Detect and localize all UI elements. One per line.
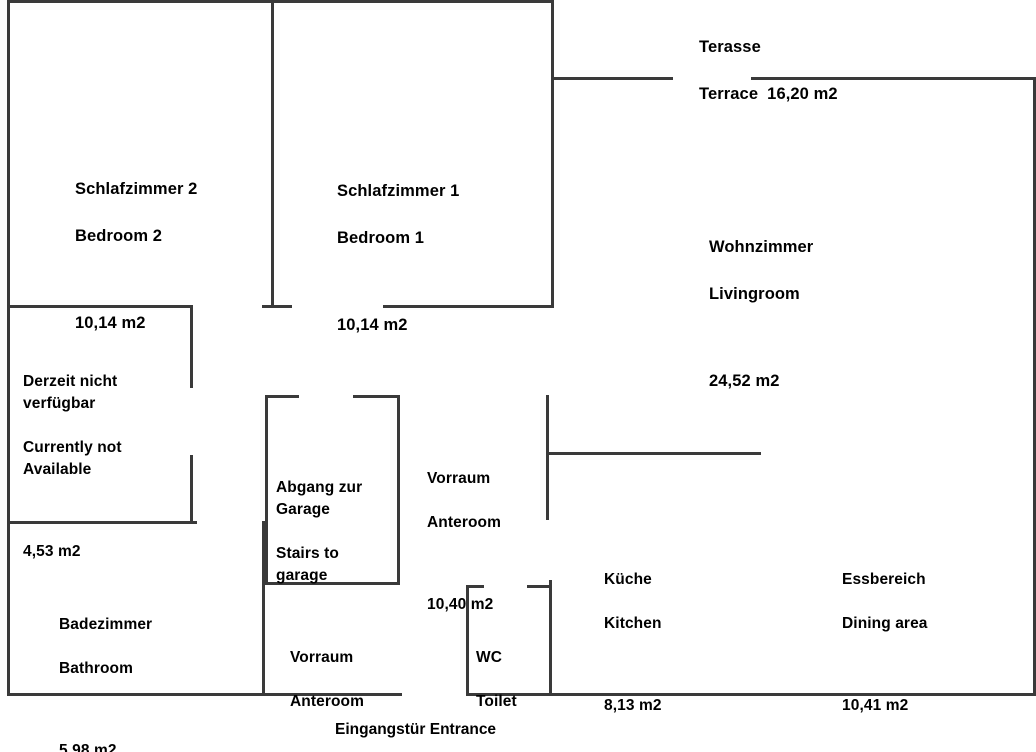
room-name-de: Schlafzimmer 1 (337, 181, 460, 200)
room-label-bedroom2: Schlafzimmer 2 Bedroom 2 10,14 m2 (75, 131, 197, 359)
wall-stairs-bottom (265, 582, 400, 585)
room-area: 10,14 m2 (75, 314, 146, 333)
room-area: 16,20 m2 (767, 85, 838, 104)
room-label-anteroom-upper: Vorraum Anteroom 10,40 m2 (427, 424, 501, 638)
room-name-en: Bathroom (59, 660, 133, 677)
room-label-unavailable: Derzeit nicht verfügbar Currently not Av… (23, 327, 122, 585)
wall-wc-right (549, 580, 552, 696)
room-area: 10,41 m2 (842, 697, 909, 715)
room-name-de: Badezimmer (59, 616, 153, 633)
entrance-caption: Eingangstür Entrance (335, 721, 497, 738)
room-label-dining: Essbereich Dining area 10,41 m2 (842, 525, 928, 739)
wall-bedroom1-bottom-stub (262, 305, 292, 308)
room-name-de: Küche (604, 571, 652, 588)
room-name-en: Dining area (842, 615, 928, 632)
room-label-anteroom-lower: Vorraum Anteroom 6,09 m2 (290, 603, 364, 752)
wall-outer-right (1033, 77, 1036, 696)
wall-stairs-right (397, 395, 400, 585)
room-label-livingroom: Wohnzimmer Livingroom 24,52 m2 (709, 189, 813, 417)
room-name-en: Terrace (699, 85, 759, 104)
wall-living-top-left (551, 77, 673, 80)
room-name-de: WC (476, 649, 503, 666)
room-name-de: Vorraum (290, 649, 354, 666)
wall-bedroom2-bottom (7, 305, 193, 308)
wall-bathroom-right (262, 521, 265, 696)
room-name-de: Schlafzimmer 2 (75, 179, 198, 198)
room-name-de: Essbereich (842, 571, 926, 588)
room-area: 4,53 m2 (23, 543, 81, 561)
wall-outer-bottom-right (466, 693, 1036, 696)
room-name-en: Stairs to garage (276, 545, 339, 584)
room-area: 8,13 m2 (604, 697, 662, 715)
room-area: 24,52 m2 (709, 372, 780, 391)
room-name-de: Abgang zur Garage (276, 479, 363, 518)
room-label-stairs-garage: Abgang zur Garage Stairs to garage (276, 433, 362, 631)
wall-wc-left (466, 585, 469, 696)
wall-kitchen-top (546, 452, 761, 455)
wall-between-bedrooms (271, 0, 274, 305)
room-name-de: Wohnzimmer (709, 237, 814, 256)
wall-unavailable-right-lower (190, 455, 193, 524)
wall-outer-left (7, 0, 10, 696)
room-area: 10,40 m2 (427, 596, 494, 614)
wall-wc-top-left (466, 585, 484, 588)
room-name-de: Derzeit nicht verfügbar (23, 373, 118, 412)
wall-stairs-top-left (265, 395, 299, 398)
wall-wc-top-right (527, 585, 551, 588)
room-label-terrace: Terasse Terrace 16,20 m2 (699, 13, 838, 107)
room-name-en: Bedroom 2 (75, 226, 163, 245)
wall-bedroom1-bottom (383, 305, 554, 308)
room-name-en: Anteroom (427, 514, 501, 531)
wall-unavailable-right-upper (190, 305, 193, 388)
room-area: 10,14 m2 (337, 316, 408, 335)
room-label-bathroom: Badezimmer Bathroom 5,98 m2 (59, 570, 152, 752)
room-name-en: Bedroom 1 (337, 228, 425, 247)
room-name-en: Currently not Available (23, 439, 122, 478)
room-name-en: Anteroom (290, 693, 364, 710)
room-label-bedroom1: Schlafzimmer 1 Bedroom 1 10,14 m2 (337, 133, 459, 361)
room-name-de: Vorraum (427, 470, 491, 487)
wall-anteroom-right-upper (546, 395, 549, 520)
room-label-kitchen: Küche Kitchen 8,13 m2 (604, 525, 662, 739)
wall-bathroom-top (7, 521, 197, 524)
room-name-en: Toilet (476, 693, 517, 710)
room-name-de: Terasse (699, 38, 761, 57)
room-area: 5,98 m2 (59, 742, 117, 752)
wall-stairs-top-right (353, 395, 400, 398)
wall-outer-bottom-left (7, 693, 402, 696)
room-name-en: Kitchen (604, 615, 662, 632)
wall-outer-top-left (7, 0, 553, 3)
wall-bedroom1-right (551, 0, 554, 308)
room-name-en: Livingroom (709, 284, 800, 303)
wall-stairs-left (265, 395, 268, 585)
wall-living-top-right (751, 77, 1036, 80)
